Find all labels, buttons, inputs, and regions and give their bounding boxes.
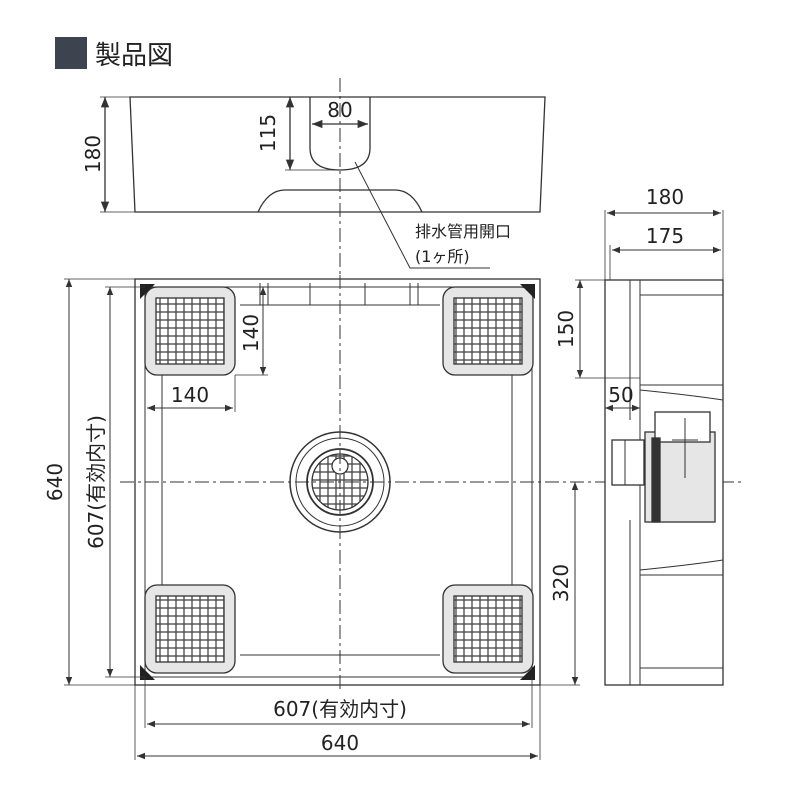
side-view	[604, 279, 724, 686]
inner-width-dim: 607(有効内寸)	[273, 697, 407, 721]
side-view-dimensions	[575, 209, 724, 412]
side-overall-depth-dim: 180	[646, 185, 684, 209]
corner-pad-bottom-left	[144, 584, 236, 674]
corner-pad-top-right	[442, 286, 534, 376]
front-view	[100, 78, 546, 275]
top-view-dimensions	[64, 278, 580, 760]
drain-opening-label: 排水管用開口	[415, 222, 511, 241]
side-step-dim: 50	[608, 383, 633, 407]
pad-height-dim: 140	[239, 314, 263, 352]
front-height-dim: 180	[81, 135, 105, 173]
front-drain-width-dim: 80	[327, 98, 352, 122]
overall-width-dim: 640	[321, 731, 359, 755]
page-title: 製品図	[95, 41, 173, 71]
pad-width-dim: 140	[171, 383, 209, 407]
side-rim-height-dim: 150	[554, 310, 578, 348]
drain-opening-count: (1ヶ所)	[415, 247, 470, 266]
corner-pad-top-left	[144, 286, 236, 376]
title-square-icon	[55, 37, 87, 69]
corner-pad-bottom-right	[442, 584, 534, 674]
overall-height-dim: 640	[43, 463, 67, 501]
side-inner-depth-dim: 175	[646, 224, 684, 248]
corner-marks	[140, 284, 535, 680]
inner-height-dim: 607(有効内寸)	[84, 415, 108, 549]
drain-offset-dim: 320	[549, 564, 573, 602]
front-drain-depth-dim: 115	[256, 114, 280, 152]
